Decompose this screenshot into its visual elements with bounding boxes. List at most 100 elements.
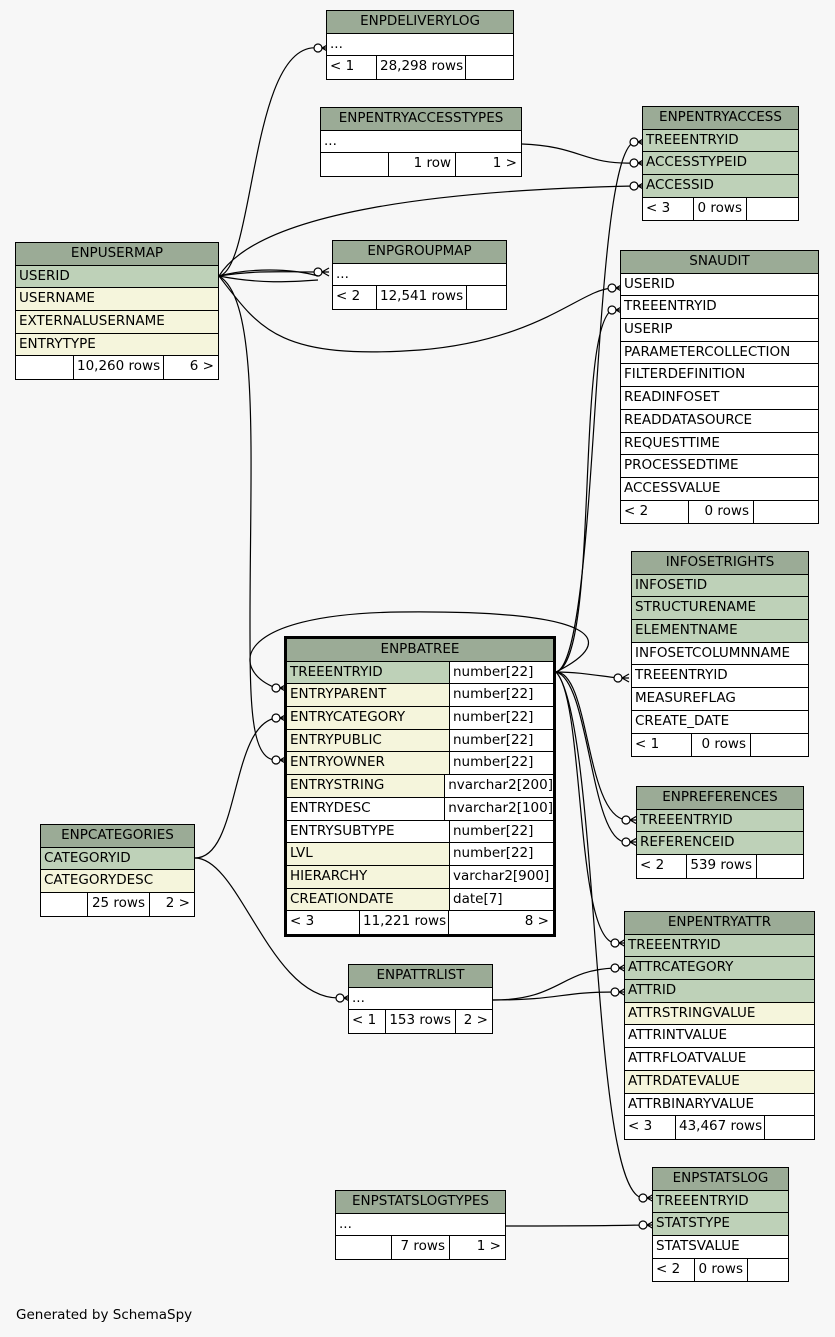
column-row-attrid[interactable]: ATTRID	[625, 980, 814, 1003]
column-name: ACCESSVALUE	[624, 479, 721, 496]
column-row-infosetcolumnname[interactable]: INFOSETCOLUMNNAME	[632, 642, 808, 666]
column-row-elementname[interactable]: ELEMENTNAME	[632, 620, 808, 643]
column-row-processedtime[interactable]: PROCESSEDTIME	[621, 455, 818, 478]
column-row-categorydesc[interactable]: CATEGORYDESC	[41, 870, 194, 894]
column-row-attrdatevalue[interactable]: ATTRDATEVALUE	[625, 1070, 814, 1094]
table-header[interactable]: ENPENTRYATTR	[625, 912, 814, 935]
table-header[interactable]: ENPENTRYACCESSTYPES	[321, 108, 521, 131]
table-header[interactable]: ENPGROUPMAP	[333, 241, 506, 264]
edge-batree-self-parent	[249, 611, 590, 689]
table-header[interactable]: ENPENTRYACCESS	[643, 107, 798, 130]
column-row-attrfloatvalue[interactable]: ATTRFLOATVALUE	[625, 1048, 814, 1071]
column-row-parametercollection[interactable]: PARAMETERCOLLECTION	[621, 341, 818, 365]
column-name: USERNAME	[19, 290, 95, 307]
children-count	[747, 198, 798, 221]
children-count	[467, 286, 506, 309]
table-header[interactable]: ENPSTATSLOG	[653, 1168, 788, 1191]
column-row-username[interactable]: USERNAME	[16, 288, 218, 312]
parents-count: < 2	[653, 1258, 695, 1282]
parents-count	[41, 893, 88, 916]
column-row-referenceid[interactable]: REFERENCEID	[637, 832, 803, 856]
table-header[interactable]: SNAUDIT	[621, 251, 818, 274]
column-row-requesttime[interactable]: REQUESTTIME	[621, 432, 818, 456]
column-row-readinfoset[interactable]: READINFOSET	[621, 387, 818, 410]
optional-marker-icon	[638, 1220, 648, 1230]
column-row-userid[interactable]: USERID	[621, 273, 818, 297]
column-row-attrbinaryvalue[interactable]: ATTRBINARYVALUE	[625, 1093, 814, 1117]
table-header[interactable]: INFOSETRIGHTS	[632, 552, 808, 575]
column-row-attrstringvalue[interactable]: ATTRSTRINGVALUE	[625, 1002, 814, 1026]
table-header[interactable]: ENPREFERENCES	[637, 787, 803, 810]
column-row-treeentryid[interactable]: TREEENTRYID	[653, 1190, 788, 1214]
edge-usermap-groupmap-1	[218, 271, 319, 277]
children-count	[757, 855, 803, 878]
column-row-accessid[interactable]: ACCESSID	[643, 175, 798, 198]
column-name: ATTRCATEGORY	[628, 959, 734, 976]
column-row-create-date[interactable]: CREATE_DATE	[632, 710, 808, 734]
column-row-filterdefinition[interactable]: FILTERDEFINITION	[621, 364, 818, 388]
column-row-attrintvalue[interactable]: ATTRINTVALUE	[625, 1025, 814, 1049]
table-header[interactable]: ENPCATEGORIES	[41, 825, 194, 848]
column-name: INFOSETCOLUMNNAME	[635, 644, 791, 661]
table-header[interactable]: ENPDELIVERYLOG	[327, 11, 513, 34]
column-row-userip[interactable]: USERIP	[621, 319, 818, 342]
generated-by-label: Generated by SchemaSpy	[16, 1307, 193, 1323]
column-row-treeentryid[interactable]: TREEENTRYID	[637, 809, 803, 833]
column-row-accesstypeid[interactable]: ACCESSTYPEID	[643, 152, 798, 176]
column-name: ACCESSID	[646, 177, 714, 194]
column-row-treeentryid[interactable]: TREEENTRYID	[643, 129, 798, 153]
parents-count: < 3	[643, 197, 694, 221]
column-type: date[7]	[449, 888, 553, 911]
column-row-externalusername[interactable]: EXTERNALUSERNAME	[16, 311, 218, 334]
column-row-accessvalue[interactable]: ACCESSVALUE	[621, 477, 818, 501]
column-row-attrcategory[interactable]: ATTRCATEGORY	[625, 957, 814, 981]
table-header[interactable]: ENPUSERMAP	[16, 243, 218, 266]
column-row-measureflag[interactable]: MEASUREFLAG	[632, 688, 808, 711]
column-name: STRUCTURENAME	[635, 599, 757, 616]
column-row-treeentryid[interactable]: TREEENTRYID	[632, 665, 808, 689]
column-row-statstype[interactable]: STATSTYPE	[653, 1213, 788, 1237]
column-row-statsvalue[interactable]: STATSVALUE	[653, 1236, 788, 1259]
table-header[interactable]: ENPATTRLIST	[349, 965, 492, 988]
row-count: 0 rows	[695, 1258, 748, 1282]
column-row-entrytype[interactable]: ENTRYTYPE	[16, 333, 218, 357]
column-row-readdatasource[interactable]: READDATASOURCE	[621, 409, 818, 433]
column-row-userid[interactable]: USERID	[16, 265, 218, 289]
table-header[interactable]: ENPSTATSLOGTYPES	[336, 1191, 505, 1214]
column-row-infosetid[interactable]: INFOSETID	[632, 574, 808, 598]
column-row-treeentryid[interactable]: TREEENTRYID	[621, 296, 818, 320]
columns-collapsed: ...	[336, 1213, 505, 1237]
children-count	[748, 1259, 788, 1282]
column-row-treeentryid[interactable]: TREEENTRYID	[625, 934, 814, 958]
column-row-structurename[interactable]: STRUCTURENAME	[632, 597, 808, 621]
column-row-categoryid[interactable]: CATEGORYID	[41, 847, 194, 871]
table-header[interactable]: ENPBATREE	[287, 639, 553, 662]
optional-marker-icon	[607, 283, 617, 293]
